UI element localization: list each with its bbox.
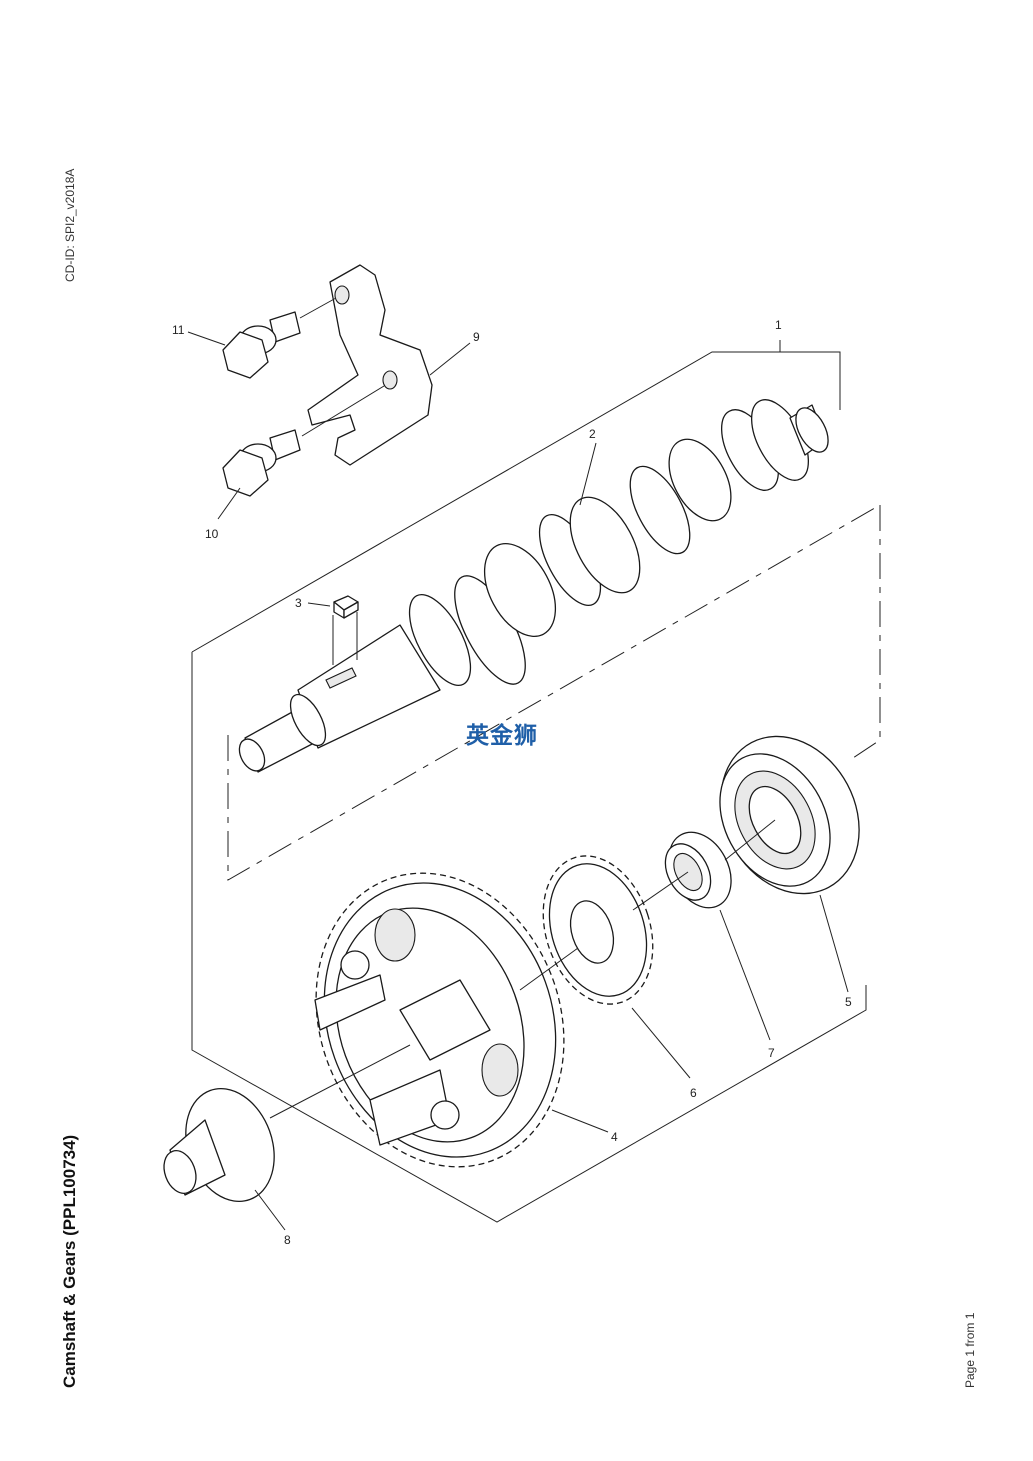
callout-9: 9 [473,330,480,344]
callout-8: 8 [284,1233,291,1247]
callout-2: 2 [589,427,596,441]
watermark-logo: 英金狮 [466,723,538,749]
locking-plate-part [307,264,433,466]
callout-3: 3 [295,596,302,610]
leader-lines [187,331,849,1231]
large-gear-part [314,872,565,1168]
callout-5: 5 [845,995,852,1009]
bolt-11-part [222,297,337,379]
callout-6: 6 [690,1086,697,1100]
bolt-10-part [222,385,385,497]
end-plug-part [163,1087,275,1203]
callout-7: 7 [768,1046,775,1060]
callout-10: 10 [205,527,219,541]
callout-labels: 1 2 3 4 5 6 7 8 9 10 11 [172,318,852,1247]
woodruff-key-part [332,595,359,665]
assembly-outline [191,340,867,1223]
callout-1: 1 [775,318,782,332]
callout-4: 4 [611,1130,618,1144]
callout-11: 11 [172,323,185,337]
camshaft-part [238,399,829,773]
small-gear-part [542,855,654,1005]
dashed-group-outline [227,504,881,881]
assembly-axis-lines [269,819,776,1119]
